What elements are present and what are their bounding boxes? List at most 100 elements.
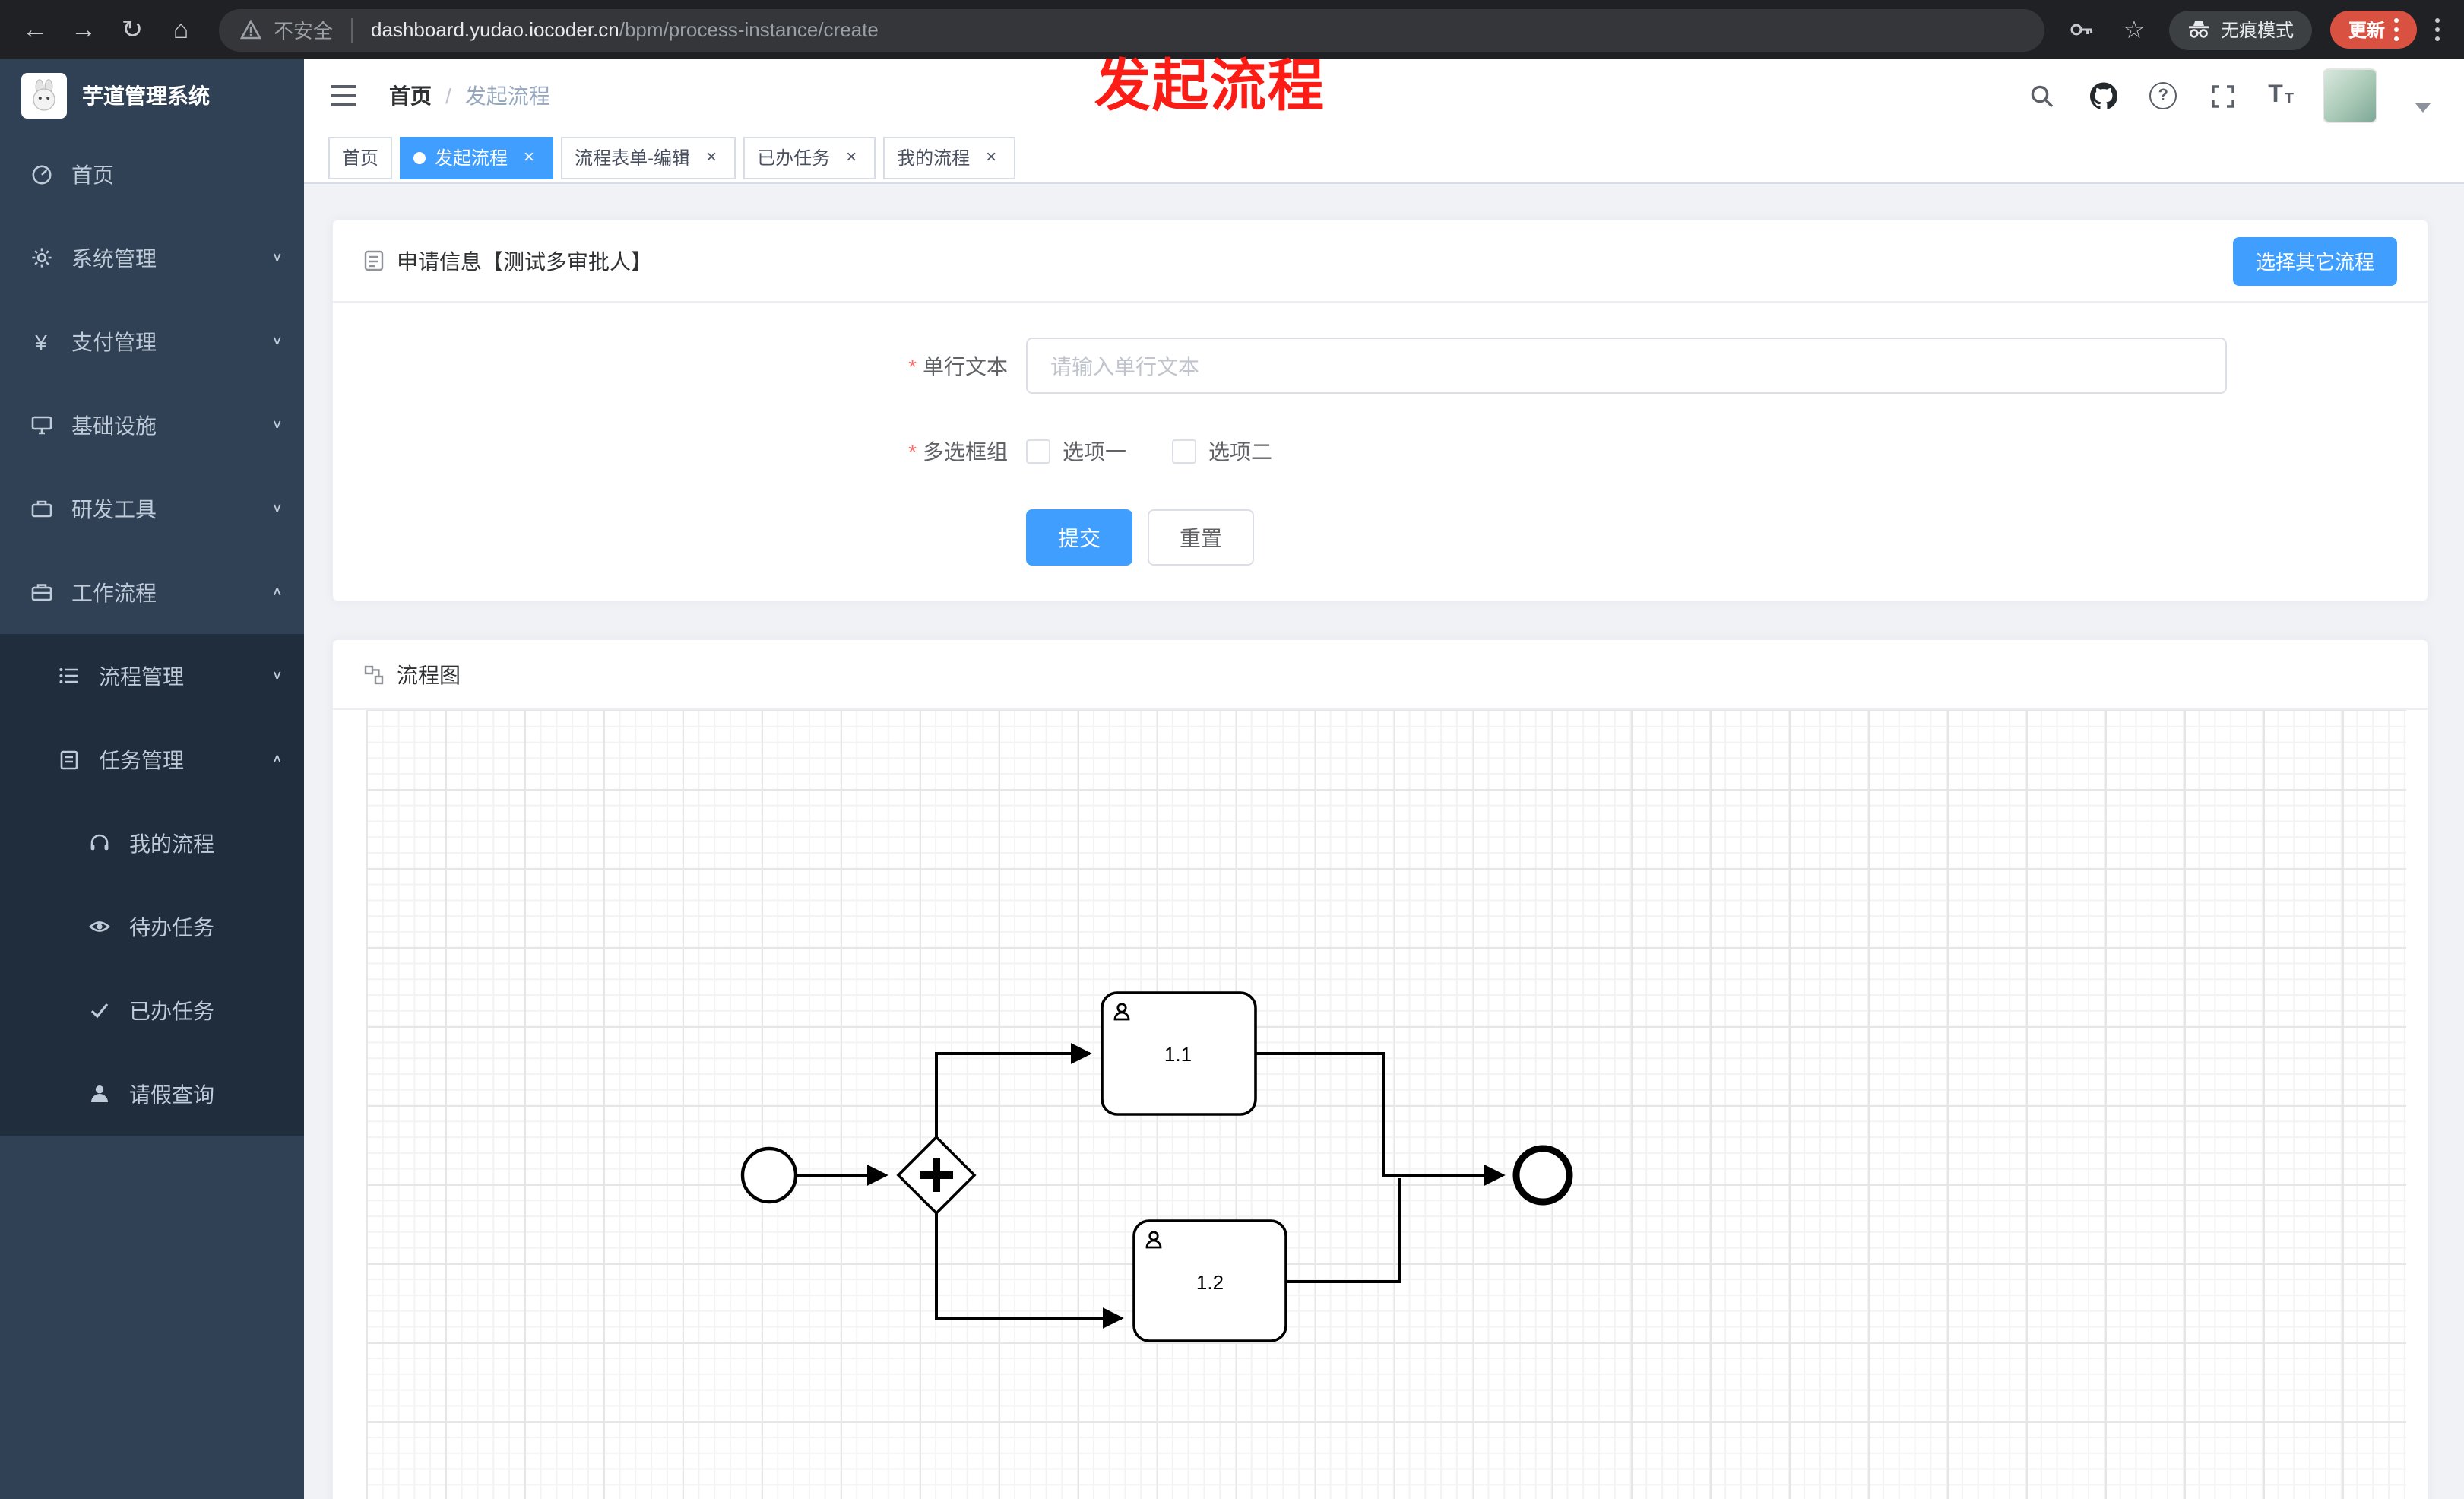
list-icon — [55, 664, 82, 687]
close-icon[interactable]: × — [986, 145, 997, 166]
overlay-annotation-title: 发起流程 — [1094, 55, 1325, 117]
tab-done-tasks[interactable]: 已办任务 × — [743, 136, 876, 179]
flow-task1-to-end[interactable] — [1256, 1052, 1506, 1186]
tab-my-processes[interactable]: 我的流程 × — [883, 136, 1016, 179]
logo[interactable]: 芋道管理系统 — [0, 59, 304, 132]
url-path: /bpm/process-instance/create — [619, 18, 879, 41]
flow-gateway-to-task1[interactable] — [935, 1043, 1092, 1137]
url-domain: dashboard.yudao.iocoder.cn — [371, 18, 619, 41]
checkbox-group-row: *多选框组 选项一 选项二 — [333, 436, 2428, 467]
logo-avatar — [21, 73, 67, 119]
checkbox-group-label: *多选框组 — [333, 436, 1026, 467]
option-1-checkbox-group[interactable]: 选项一 — [1026, 436, 1126, 467]
task-2-label: 1.2 — [1196, 1271, 1224, 1294]
sidebar-item-system[interactable]: 系统管理 ∨ — [0, 216, 304, 299]
checkbox-icon[interactable] — [1026, 439, 1050, 464]
submit-button[interactable]: 提交 — [1026, 509, 1132, 566]
hamburger-icon[interactable] — [328, 79, 362, 113]
fullscreen-icon[interactable] — [2206, 79, 2239, 113]
incognito-badge: 无痕模式 — [2168, 10, 2312, 49]
yen-icon: ¥ — [35, 329, 47, 353]
tab-start-process[interactable]: 发起流程 × — [400, 136, 554, 179]
sidebar-item-todo-tasks[interactable]: 待办任务 — [0, 885, 304, 968]
sidebar-item-done-tasks[interactable]: 已办任务 — [0, 968, 304, 1052]
address-bar[interactable]: 不安全 dashboard.yudao.iocoder.cn/bpm/proce… — [219, 8, 2044, 51]
application-info-title: 申请信息【测试多审批人】 — [397, 249, 652, 273]
parallel-gateway-node[interactable] — [896, 1135, 977, 1215]
browser-menu-icon[interactable] — [2435, 18, 2440, 41]
field-label-text: 单行文本 — [923, 353, 1008, 378]
person-icon — [85, 1082, 112, 1105]
option-2-label: 选项二 — [1208, 439, 1272, 464]
sidebar-item-label: 首页 — [71, 162, 114, 186]
browser-back-button[interactable]: ← — [12, 7, 58, 52]
field-label-text: 多选框组 — [923, 439, 1008, 464]
bookmark-star-icon[interactable]: ☆ — [2117, 13, 2151, 46]
monitor-icon — [27, 414, 55, 436]
sidebar-item-payment[interactable]: ¥ 支付管理 ∨ — [0, 299, 304, 383]
eye-icon — [85, 915, 112, 938]
close-icon[interactable]: × — [846, 145, 857, 166]
sidebar-item-dev-tools[interactable]: 研发工具 ∨ — [0, 467, 304, 550]
sidebar-item-workflow[interactable]: 工作流程 ∧ — [0, 550, 304, 634]
user-task-1-node[interactable]: 1.1 — [1101, 991, 1257, 1116]
sidebar-item-my-processes[interactable]: 我的流程 — [0, 801, 304, 885]
avatar[interactable] — [2323, 68, 2377, 123]
application-info-card: 申请信息【测试多审批人】 选择其它流程 *单行文本 *多选框组 选项一 — [331, 219, 2429, 602]
flow-gateway-to-task2[interactable] — [935, 1213, 1124, 1329]
single-line-text-label: *单行文本 — [333, 350, 1026, 381]
plus-icon — [920, 1158, 953, 1192]
sidebar-item-leave-query[interactable]: 请假查询 — [0, 1052, 304, 1136]
update-menu-dots-icon — [2394, 18, 2399, 41]
logo-avatar-image — [33, 79, 55, 111]
bpmn-canvas[interactable]: 1.1 1.2 — [366, 710, 2406, 1499]
avatar-caret-icon[interactable] — [2415, 103, 2431, 113]
tab-label: 已办任务 — [757, 147, 831, 169]
sidebar-item-task-management[interactable]: 任务管理 ∧ — [0, 718, 304, 801]
search-icon[interactable] — [2025, 79, 2058, 113]
sidebar-item-infrastructure[interactable]: 基础设施 ∨ — [0, 383, 304, 467]
sidebar-item-label: 支付管理 — [71, 329, 157, 353]
sidebar-item-process-management[interactable]: 流程管理 ∨ — [0, 634, 304, 718]
tab-label: 发起流程 — [435, 147, 508, 169]
help-icon[interactable]: ? — [2149, 82, 2177, 109]
sidebar-item-home[interactable]: 首页 — [0, 132, 304, 216]
close-icon[interactable]: × — [706, 145, 717, 166]
chevron-down-icon: ∨ — [271, 334, 283, 348]
tab-process-form-edit[interactable]: 流程表单-编辑 × — [561, 136, 736, 179]
user-icon — [1145, 1231, 1162, 1249]
flow-task2-join[interactable] — [1286, 1178, 1401, 1283]
option-2-checkbox-group[interactable]: 选项二 — [1172, 436, 1272, 467]
breadcrumb-separator: / — [445, 84, 451, 108]
key-icon[interactable] — [2066, 13, 2099, 46]
choose-other-process-button[interactable]: 选择其它流程 — [2232, 236, 2397, 285]
chrome-right-controls: ☆ 无痕模式 更新 — [2060, 10, 2452, 49]
browser-refresh-button[interactable]: ↻ — [109, 7, 155, 52]
chevron-down-icon: ∨ — [271, 502, 283, 515]
flow-chart-header: 流程图 — [333, 640, 2428, 710]
single-line-text-input[interactable] — [1026, 338, 2227, 394]
end-event-node[interactable] — [1512, 1145, 1573, 1206]
sidebar-item-label: 系统管理 — [71, 246, 157, 270]
close-icon[interactable]: × — [524, 145, 535, 166]
browser-forward-button[interactable]: → — [61, 7, 106, 52]
tab-home[interactable]: 首页 — [328, 136, 393, 179]
github-icon[interactable] — [2087, 79, 2120, 113]
tab-label: 流程表单-编辑 — [575, 147, 691, 169]
update-label: 更新 — [2348, 20, 2385, 41]
workflow-submenu: 流程管理 ∨ 任务管理 ∧ 我的流程 — [0, 634, 304, 1136]
warning-icon — [240, 20, 261, 40]
browser-home-button[interactable]: ⌂ — [158, 7, 204, 52]
tab-label: 首页 — [342, 147, 379, 169]
browser-update-button[interactable]: 更新 — [2329, 11, 2417, 49]
start-event-node[interactable] — [740, 1146, 798, 1204]
breadcrumb-home[interactable]: 首页 — [389, 84, 432, 108]
application-form: *单行文本 *多选框组 选项一 选项二 — [333, 303, 2428, 601]
reset-button[interactable]: 重置 — [1148, 509, 1254, 566]
user-task-2-node[interactable]: 1.2 — [1132, 1219, 1287, 1342]
checkbox-icon[interactable] — [1172, 439, 1196, 464]
